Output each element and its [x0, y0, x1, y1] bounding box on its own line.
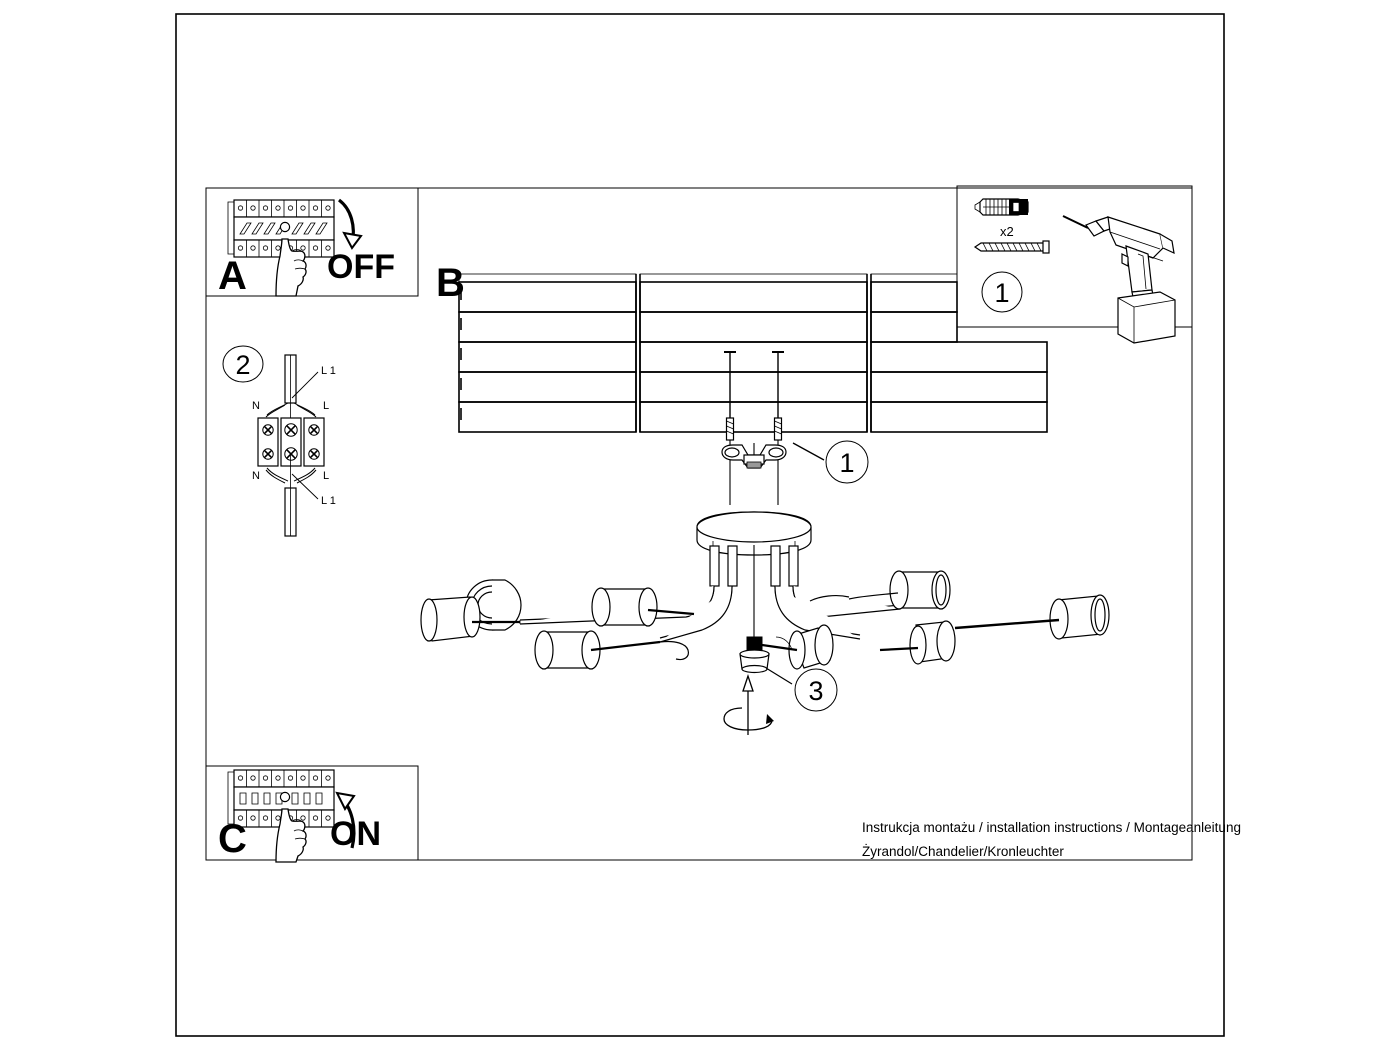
- leader-earth-bottom: [291, 473, 319, 500]
- arm-right-lower: [774, 585, 861, 640]
- hand-icon-a: [275, 238, 307, 297]
- arrow-up-icon-c: [335, 791, 356, 849]
- callout-2-circle: [222, 345, 264, 383]
- panel-hardware: x2 1: [956, 185, 1193, 344]
- label-earth-top: L 1: [321, 365, 336, 377]
- lamp-socket-center-right: [879, 620, 956, 665]
- panel-c-frame: [205, 765, 419, 861]
- panel-step-b: B: [436, 261, 1048, 505]
- hardware-callout-circle: [981, 271, 1023, 313]
- wall-plug-icon: [974, 198, 1029, 216]
- canopy: [696, 511, 812, 556]
- rotate-arrow-icon: [723, 673, 774, 735]
- callout-1-number: 1: [839, 448, 854, 478]
- drawing-area-box: [205, 187, 1193, 861]
- step-b-letter: B: [436, 261, 465, 305]
- ceiling-masonry: [458, 273, 1048, 433]
- mounting-bracket: [721, 443, 787, 469]
- arm-left-lower: [659, 585, 733, 643]
- hand-icon-c: [275, 808, 307, 863]
- panel-wiring: 2: [222, 345, 336, 537]
- page-frame: [175, 13, 1225, 1037]
- step-c-letter: C: [218, 817, 247, 861]
- label-earth-bottom: L 1: [321, 495, 336, 507]
- label-neutral-top: N: [252, 400, 260, 412]
- panel-step-a: A OFF: [205, 187, 419, 298]
- lamp-socket-center-left: [761, 624, 834, 670]
- label-live-top: L: [323, 400, 329, 412]
- lamp-shade-right-upper: [809, 570, 951, 610]
- callout-2-number: 2: [235, 350, 250, 380]
- callout-3-number: 3: [808, 676, 823, 706]
- footer-text-block: Instrukcja montażu / installation instru…: [862, 820, 1241, 859]
- lamp-shade-mid-left-upper: [591, 587, 695, 627]
- callout-3-leader: [765, 667, 793, 685]
- panel-step-c: C ON: [205, 765, 419, 863]
- callout-1-circle: [825, 440, 869, 484]
- hardware-callout-number: 1: [994, 278, 1009, 308]
- lamp-shade-mid-left-lower: [534, 630, 689, 670]
- step-c-action-label: ON: [330, 815, 381, 853]
- callout-3-circle: [794, 668, 838, 712]
- panel-hardware-frame: [956, 185, 1193, 328]
- label-live-bottom: L: [323, 470, 329, 482]
- callout-1-leader: [792, 442, 825, 461]
- step-a-action-label: OFF: [327, 248, 395, 286]
- terminal-screws: [262, 423, 320, 461]
- lamp-shade-far-right: [954, 594, 1110, 640]
- leader-earth-top: [291, 371, 319, 399]
- footer-line-1: Instrukcja montażu / installation instru…: [862, 820, 1241, 835]
- terminal-cell-e: [280, 417, 302, 467]
- footer-line-2: Żyrandol/Chandelier/Kronleuchter: [862, 844, 1064, 859]
- arrow-down-icon-a: [337, 198, 363, 250]
- step-a-letter: A: [218, 254, 247, 298]
- power-drill-icon: [1062, 215, 1176, 344]
- chandelier-assembly: 3: [420, 511, 1110, 735]
- screw-icon: [973, 240, 1050, 254]
- lamp-socket-left-front: [465, 579, 522, 631]
- lamp-shade-far-left: [420, 596, 520, 642]
- ceiling-screw-right: [772, 351, 784, 505]
- cover-nut: [739, 636, 770, 674]
- panel-a-frame: [205, 187, 419, 297]
- label-neutral-bottom: N: [252, 470, 260, 482]
- hardware-quantity-label: x2: [1000, 224, 1014, 239]
